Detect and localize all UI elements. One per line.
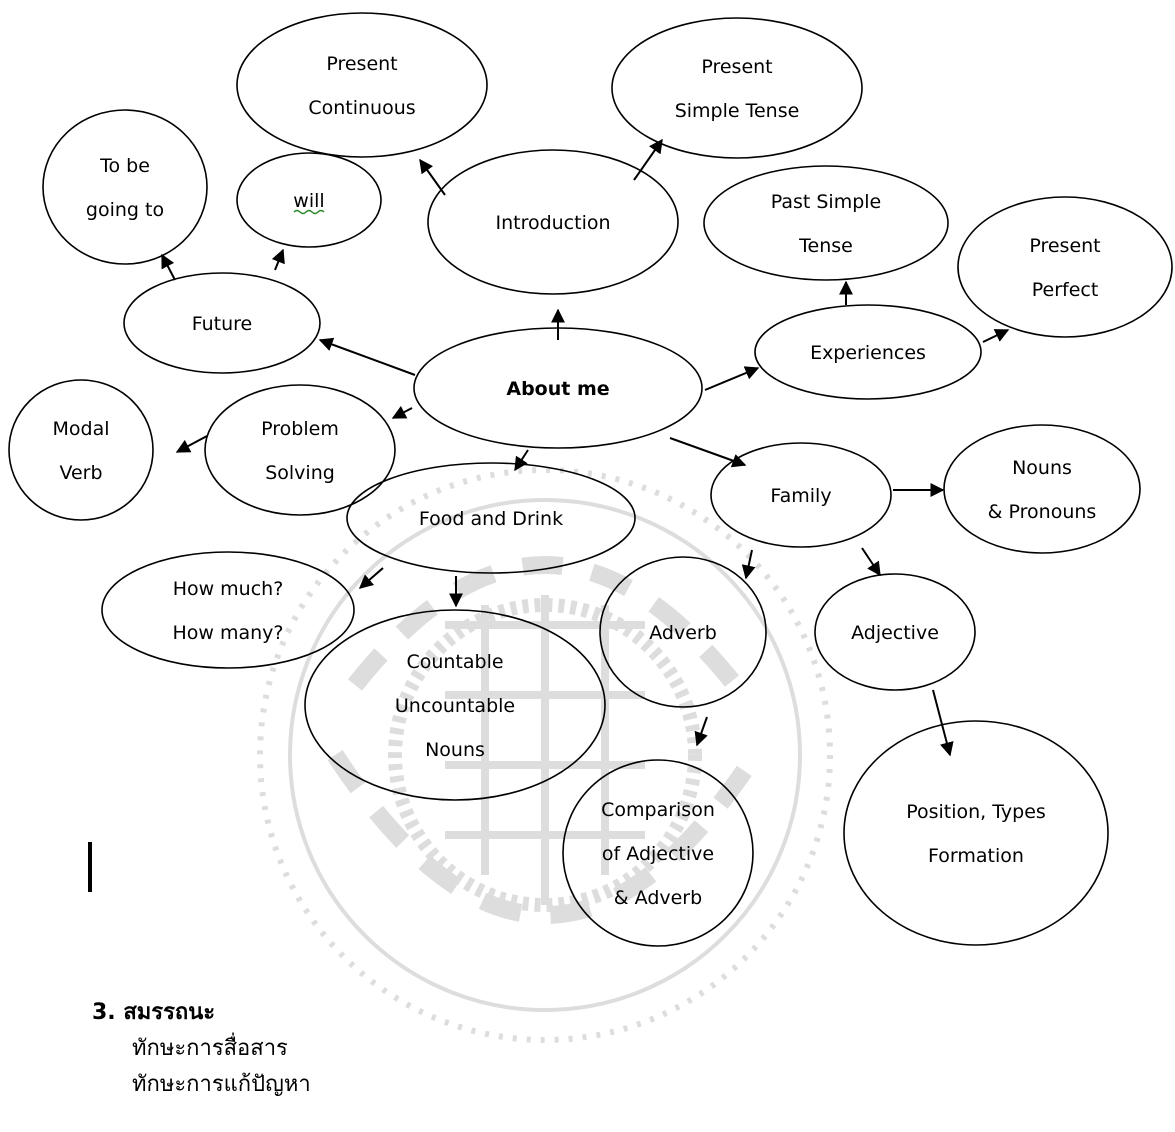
node-outline — [427, 149, 679, 295]
connector-arrow — [694, 716, 708, 747]
node-outline — [754, 304, 982, 400]
node-label: Food and Drink — [419, 508, 563, 530]
node-to-be-going-to: To be going to — [42, 109, 208, 265]
node-outline — [611, 17, 863, 159]
node-label: of Adjective — [602, 843, 714, 865]
node-outline — [42, 109, 208, 265]
node-outline — [8, 379, 154, 521]
connector-arrow — [704, 366, 760, 391]
node-how-much: How much? How many? — [101, 551, 355, 669]
node-label: Position, Types — [906, 801, 1046, 823]
node-label: Present — [326, 53, 397, 75]
node-future: Future — [123, 272, 321, 374]
section-item: ทักษะการแก้ปัญหา — [132, 1072, 311, 1097]
node-outline — [814, 573, 976, 691]
node-label: Nouns — [425, 739, 485, 761]
connector-arrow — [175, 435, 208, 453]
node-outline — [346, 462, 636, 574]
node-family: Family — [710, 442, 892, 548]
node-outline — [413, 327, 703, 449]
node-label: How much? — [173, 578, 284, 600]
node-outline — [843, 720, 1109, 946]
connector-arrow — [932, 689, 954, 757]
node-outline — [703, 165, 949, 281]
connector-arrow — [391, 405, 413, 419]
node-outline — [562, 759, 754, 947]
connector-arrow — [161, 253, 176, 281]
connector-arrow — [358, 567, 384, 589]
spellcheck-underline — [293, 209, 325, 215]
connector-arrow — [514, 449, 529, 472]
node-will: will — [236, 152, 382, 248]
node-outline — [204, 384, 396, 516]
node-food-and-drink: Food and Drink — [346, 462, 636, 574]
node-label: Future — [192, 313, 253, 335]
connector-arrow — [741, 549, 756, 580]
node-outline — [123, 272, 321, 374]
node-label: Verb — [59, 462, 102, 484]
node-label: Tense — [798, 235, 853, 257]
node-outline — [236, 12, 488, 158]
node-adverb: Adverb — [599, 556, 767, 708]
connector-arrow — [982, 329, 1010, 343]
node-label: About me — [506, 378, 609, 400]
connector-arrow — [271, 248, 285, 271]
node-introduction: Introduction — [427, 149, 679, 295]
section-item: ทักษะการสื่อสาร — [132, 1036, 288, 1061]
node-outline — [236, 152, 382, 248]
node-label: Uncountable — [395, 695, 515, 717]
node-comparison: Comparison of Adjective & Adverb — [562, 759, 754, 947]
node-label: How many? — [172, 622, 283, 644]
node-label: Simple Tense — [675, 100, 800, 122]
node-nouns-pronouns: Nouns & Pronouns — [943, 424, 1141, 554]
section-heading: 3. สมรรถนะ — [92, 1000, 216, 1025]
node-label: & Pronouns — [988, 501, 1097, 523]
node-label: Present — [701, 56, 772, 78]
node-label: To be — [99, 155, 150, 177]
node-label: & Adverb — [614, 887, 702, 909]
node-label: going to — [86, 199, 164, 221]
node-label: Adverb — [649, 622, 717, 644]
node-label: Solving — [265, 462, 335, 484]
node-label: Perfect — [1032, 279, 1099, 301]
university-seal-watermark — [257, 467, 833, 1043]
node-label: Comparison — [601, 799, 715, 821]
connector-arrow — [318, 337, 416, 376]
node-outline — [957, 196, 1173, 338]
node-label: Experiences — [810, 342, 926, 364]
connector-arrow — [633, 138, 663, 181]
node-label: Introduction — [495, 212, 610, 234]
node-experiences: Experiences — [754, 304, 982, 400]
node-outline — [304, 609, 606, 801]
node-label: Adjective — [851, 622, 939, 644]
node-label: Past Simple — [771, 191, 882, 213]
node-about-me: About me — [413, 327, 703, 449]
node-label: Problem — [261, 418, 339, 440]
node-label: Formation — [928, 845, 1024, 867]
node-outline — [101, 551, 355, 669]
node-outline — [710, 442, 892, 548]
node-outline — [943, 424, 1141, 554]
node-label: Modal — [53, 418, 110, 440]
node-outline — [599, 556, 767, 708]
node-label: Nouns — [1012, 457, 1072, 479]
text-cursor — [88, 842, 92, 892]
competencies-section: 3. สมรรถนะ ทักษะการสื่อสาร ทักษะการแก้ปั… — [92, 995, 311, 1103]
node-label: Countable — [406, 651, 503, 673]
node-label: Family — [770, 485, 831, 507]
node-label: Continuous — [308, 97, 415, 119]
connector-arrow — [861, 547, 881, 577]
node-label: Present — [1029, 235, 1100, 257]
node-label: will — [293, 190, 324, 212]
node-adjective: Adjective — [814, 573, 976, 691]
